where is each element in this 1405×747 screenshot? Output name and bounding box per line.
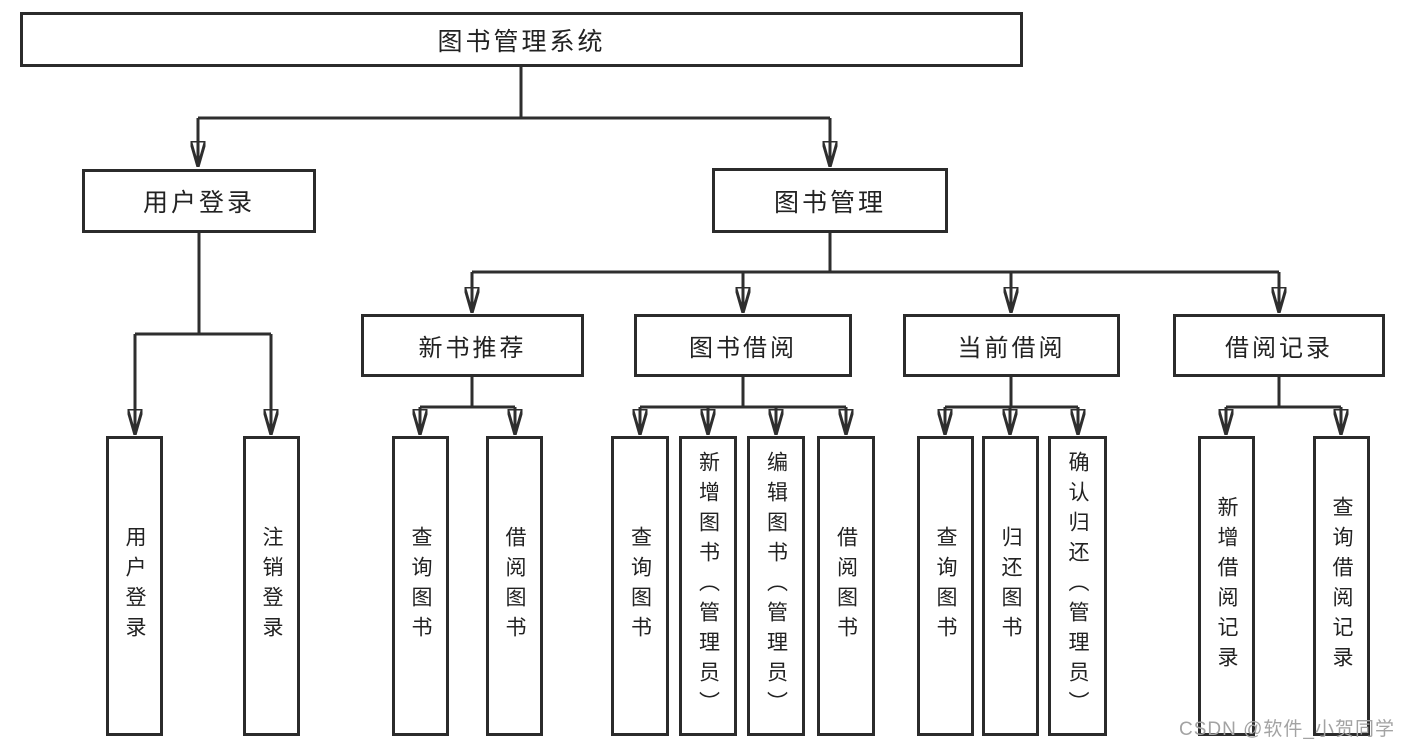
leaf-query-books-borrowing-label: 查询图书	[628, 526, 652, 646]
node-user-login: 用户登录	[82, 169, 316, 233]
connector-borrow-records-children	[1226, 377, 1341, 434]
leaf-borrow-books-borrowing-label: 借阅图书	[834, 526, 858, 646]
leaf-edit-books-admin-label: 编辑图书（管理员）	[764, 451, 788, 721]
leaf-add-borrow-record-label: 新增借阅记录	[1215, 496, 1238, 676]
node-book-borrowing: 图书借阅	[634, 314, 852, 377]
leaf-confirm-return-admin: 确认归还（管理员）	[1048, 436, 1107, 736]
leaf-query-books-recommend: 查询图书	[392, 436, 449, 736]
leaf-user-login-label: 用户登录	[123, 526, 146, 646]
node-book-management: 图书管理	[712, 168, 948, 233]
node-new-book-recommend: 新书推荐	[361, 314, 584, 377]
leaf-add-borrow-record: 新增借阅记录	[1198, 436, 1255, 736]
leaf-confirm-return-admin-label: 确认归还（管理员）	[1066, 451, 1089, 721]
leaf-logout-label: 注销登录	[260, 526, 283, 646]
leaf-query-books-recommend-label: 查询图书	[409, 526, 432, 646]
leaf-return-books-label: 归还图书	[999, 526, 1022, 646]
leaf-return-books: 归还图书	[982, 436, 1039, 736]
csdn-watermark: CSDN @软件_小贺同学	[1179, 719, 1395, 740]
leaf-add-books-admin-label: 新增图书（管理员）	[696, 451, 720, 721]
connector-current-borrowing-children	[945, 377, 1078, 434]
leaf-user-login: 用户登录	[106, 436, 163, 736]
connector-user-login-children	[135, 233, 271, 434]
connector-new-book-recommend-children	[420, 377, 515, 434]
connector-book-borrowing-children	[640, 377, 846, 434]
leaf-query-books-current: 查询图书	[917, 436, 974, 736]
leaf-borrow-books-recommend: 借阅图书	[486, 436, 543, 736]
connector-root-to-level2	[198, 67, 830, 166]
node-library-management-system: 图书管理系统	[20, 12, 1023, 67]
connector-book-management-children	[472, 233, 1279, 312]
node-borrow-records: 借阅记录	[1173, 314, 1385, 377]
node-current-borrowing: 当前借阅	[903, 314, 1120, 377]
leaf-add-books-admin: 新增图书（管理员）	[679, 436, 737, 736]
leaf-edit-books-admin: 编辑图书（管理员）	[747, 436, 805, 736]
leaf-query-books-borrowing: 查询图书	[611, 436, 669, 736]
leaf-query-borrow-record: 查询借阅记录	[1313, 436, 1370, 736]
leaf-borrow-books-borrowing: 借阅图书	[817, 436, 875, 736]
leaf-query-borrow-record-label: 查询借阅记录	[1330, 496, 1353, 676]
leaf-borrow-books-recommend-label: 借阅图书	[503, 526, 526, 646]
leaf-logout: 注销登录	[243, 436, 300, 736]
leaf-query-books-current-label: 查询图书	[934, 526, 957, 646]
